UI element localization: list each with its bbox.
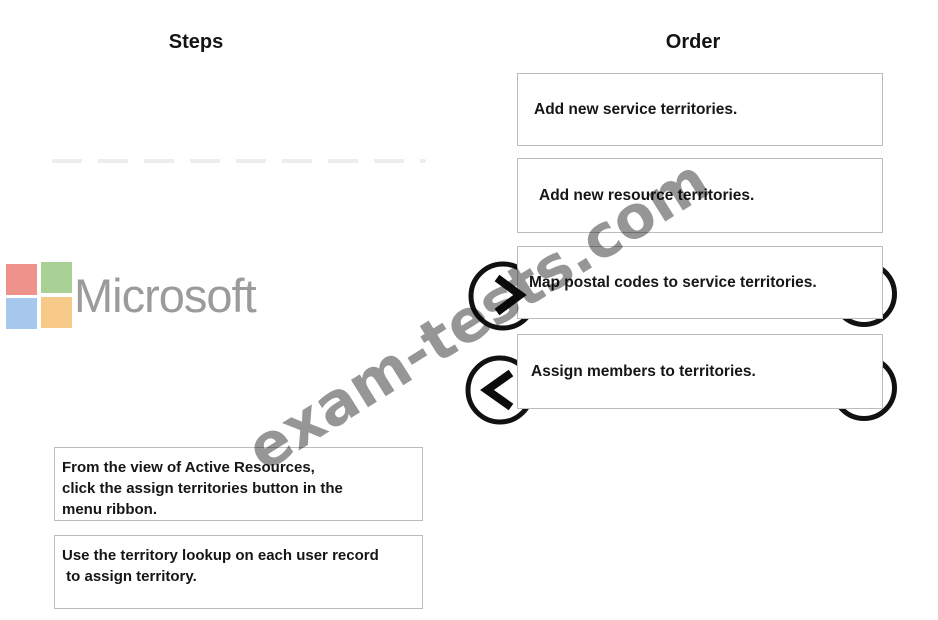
order-item-2[interactable]: Add new resource territories. [517,158,883,233]
order-item-4[interactable]: Assign members to territories. [517,334,883,409]
step-item-1[interactable]: From the view of Active Resources, click… [54,447,423,521]
logo-square-red [6,264,37,295]
step-item-2[interactable]: Use the territory lookup on each user re… [54,535,423,609]
step-item-text: From the view of Active Resources, click… [62,459,343,518]
order-item-1[interactable]: Add new service territories. [517,73,883,146]
ghost-line-artifact [52,159,426,163]
steps-column-header: Steps [168,31,224,53]
chevron-left-icon [480,369,514,411]
order-item-label: Assign members to territories. [531,362,756,380]
microsoft-logo: Microsoft [6,262,316,332]
logo-square-blue [6,298,37,329]
move-right-button[interactable] [468,261,538,331]
microsoft-logo-text: Microsoft [74,269,257,322]
order-column-header: Order [665,31,721,53]
order-item-label: Map postal codes to service territories. [529,273,817,291]
order-item-3[interactable]: Map postal codes to service territories. [517,246,883,319]
order-item-label: Add new service territories. [534,100,738,118]
logo-square-green [41,262,72,293]
logo-square-orange [41,297,72,328]
chevron-right-icon [494,274,527,316]
order-item-label: Add new resource territories. [539,186,755,204]
step-item-text: Use the territory lookup on each user re… [62,547,379,585]
move-left-button[interactable] [465,355,535,425]
